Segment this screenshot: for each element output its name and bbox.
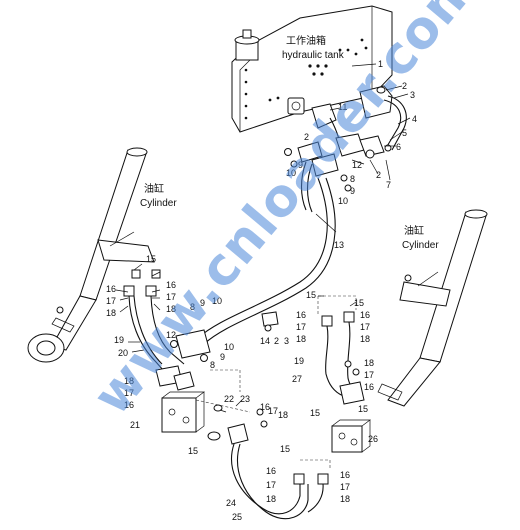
callout-8a: 8: [350, 174, 355, 184]
callout-13: 13: [334, 240, 344, 250]
tank-label-cn: 工作油箱: [286, 34, 326, 47]
callout-15d: 15: [310, 408, 320, 418]
callout-16i: 16: [340, 470, 350, 480]
callout-6: 6: [396, 142, 401, 152]
callout-17g: 17: [124, 388, 134, 398]
callout-9c: 9: [200, 298, 205, 308]
callout-18g: 18: [124, 376, 134, 386]
callout-16h: 16: [266, 466, 276, 476]
callout-2b: 2: [376, 170, 381, 180]
callout-18a: 18: [106, 308, 116, 318]
clamp: [261, 311, 279, 332]
left-cylinder: [27, 147, 155, 363]
callout-18c-mid: 18: [278, 410, 288, 420]
callout-17b: 17: [166, 292, 176, 302]
callout-4: 4: [412, 114, 417, 124]
callout-16b: 16: [166, 280, 176, 290]
callout-16e-r: 16: [360, 310, 370, 320]
callout-15e: 15: [358, 404, 368, 414]
callout-17c-mid: 17: [268, 406, 278, 416]
callout-22: 22: [224, 394, 234, 404]
right-cylinder-label-en: Cylinder: [402, 240, 439, 251]
callout-19b: 19: [294, 356, 304, 366]
callout-8b: 8: [190, 302, 195, 312]
callout-10b: 10: [338, 196, 348, 206]
callout-15b: 15: [306, 290, 316, 300]
callout-25: 25: [232, 512, 242, 522]
callout-16g: 16: [124, 400, 134, 410]
callout-9a: 9: [298, 160, 303, 170]
small-fittings: [207, 404, 268, 445]
callout-27: 27: [292, 374, 302, 384]
callout-1: 1: [378, 59, 383, 69]
callout-12b: 12: [166, 330, 176, 340]
callout-3: 3: [410, 90, 415, 100]
callout-10d: 10: [224, 342, 234, 352]
callout-17h: 17: [266, 480, 276, 490]
callout-18b: 18: [166, 304, 176, 314]
callout-23: 23: [240, 394, 250, 404]
left-cylinder-label-en: Cylinder: [140, 198, 177, 209]
callout-15a: 15: [146, 254, 156, 264]
callout-15c: 15: [354, 298, 364, 308]
callout-2d: 2: [274, 336, 279, 346]
callout-18f: 18: [364, 358, 374, 368]
callout-18e-r: 18: [360, 334, 370, 344]
callout-16f: 16: [364, 382, 374, 392]
callout-8c: 8: [210, 360, 215, 370]
callout-17a: 17: [106, 296, 116, 306]
callout-10c: 10: [212, 296, 222, 306]
callout-2: 2: [402, 81, 407, 91]
callout-16c-mid: 16: [260, 402, 270, 412]
lower-hoses: [230, 443, 329, 520]
callout-2c: 2: [304, 132, 309, 142]
manifold-group: [155, 329, 251, 433]
callout-17d: 17: [296, 322, 306, 332]
callout-18i: 18: [340, 494, 350, 504]
callout-16d: 16: [296, 310, 306, 320]
callout-9b: 9: [350, 186, 355, 196]
right-cylinder-label-cn: 油缸: [404, 224, 424, 237]
hydraulic-tank: [231, 5, 393, 133]
left-cylinder-label-cn: 油缸: [144, 182, 164, 195]
callout-15g: 15: [280, 444, 290, 454]
right-cylinder: [377, 209, 488, 407]
callout-18d: 18: [296, 334, 306, 344]
callout-11: 11: [338, 102, 347, 112]
callout-9d: 9: [220, 352, 225, 362]
tank-label-en: hydraulic tank: [282, 50, 345, 61]
callout-3b: 3: [284, 336, 289, 346]
callout-17f: 17: [364, 370, 374, 380]
callout-15f: 15: [188, 446, 198, 456]
upper-hoses: [284, 141, 352, 213]
callout-17i: 17: [340, 482, 350, 492]
callout-7: 7: [386, 180, 391, 190]
callout-5: 5: [402, 128, 407, 138]
callout-21: 21: [130, 420, 140, 430]
callout-18h: 18: [266, 494, 276, 504]
callout-10a: 10: [286, 168, 296, 178]
callout-20: 20: [118, 348, 128, 358]
right-cylinder-hoses: [317, 295, 365, 405]
callout-17e-r: 17: [360, 322, 370, 332]
leader-lines: [115, 63, 411, 413]
callout-14: 14: [260, 336, 270, 346]
main-hose: [197, 177, 336, 345]
callout-12: 12: [352, 160, 362, 170]
callout-16a: 16: [106, 284, 116, 294]
right-manifold: [300, 419, 372, 470]
callout-26: 26: [368, 434, 378, 444]
callout-19a: 19: [114, 335, 124, 345]
tank-fittings: [311, 85, 407, 159]
callout-24: 24: [226, 498, 236, 508]
